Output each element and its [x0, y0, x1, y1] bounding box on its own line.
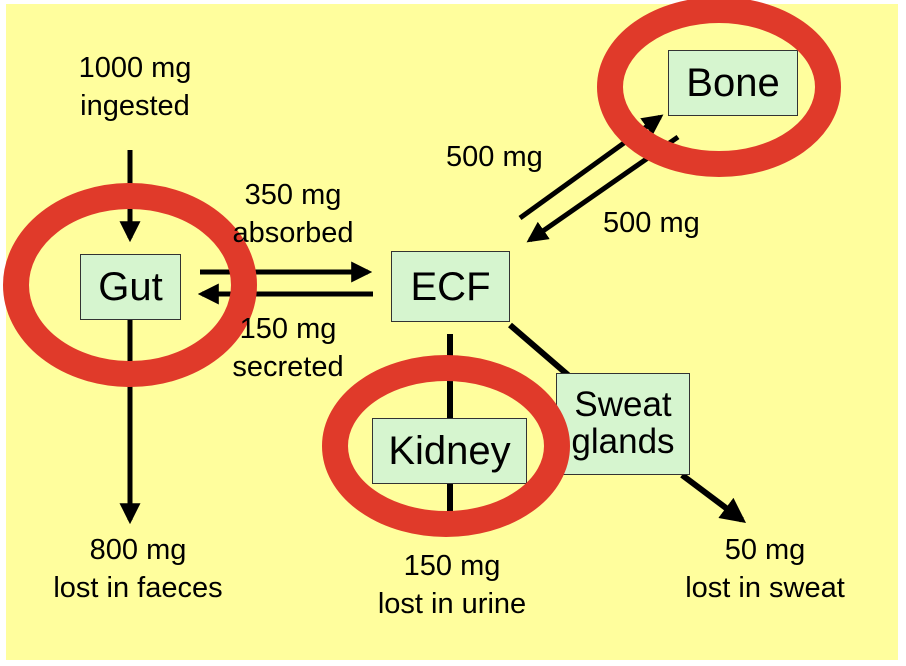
label-faeces: 800 mg lost in faeces	[28, 532, 248, 607]
absorbed-text: absorbed	[232, 216, 354, 249]
label-sweat: 50 mg lost in sweat	[660, 532, 870, 607]
urine-amount: 150 mg	[403, 550, 501, 582]
node-sweat-glands: Sweat glands	[556, 373, 690, 475]
sweat-glands-line2: glands	[571, 422, 675, 461]
sweat-text: lost in sweat	[685, 571, 845, 604]
sweat-amount: 50 mg	[724, 534, 806, 566]
arrow-sweat-glands-to-sweat	[680, 472, 747, 524]
sweat-glands-line1: Sweat	[574, 385, 672, 425]
ingested-amount: 1000 mg	[78, 52, 192, 84]
faeces-amount: 800 mg	[89, 534, 187, 566]
label-bone-out: 500 mg	[603, 207, 700, 239]
secreted-amount: 150 mg	[239, 313, 337, 345]
secreted-text: secreted	[232, 350, 344, 383]
urine-text: lost in urine	[377, 587, 527, 620]
label-urine: 150 mg lost in urine	[352, 548, 552, 623]
ingested-text: ingested	[80, 89, 190, 122]
label-ingested: 1000 mg ingested	[55, 50, 215, 125]
node-kidney: Kidney	[372, 418, 527, 484]
ring-gut	[3, 183, 257, 387]
node-gut: Gut	[80, 254, 181, 320]
label-bone-in: 500 mg	[446, 141, 543, 173]
faeces-text: lost in faeces	[53, 571, 223, 604]
ring-bone	[597, 0, 841, 177]
arrow-ecf-to-sweat-glands	[508, 322, 570, 378]
absorbed-amount: 350 mg	[244, 179, 342, 211]
node-bone: Bone	[668, 50, 798, 116]
node-ecf: ECF	[391, 251, 510, 322]
label-absorbed: 350 mg absorbed	[208, 177, 378, 252]
ring-kidney	[322, 355, 570, 537]
label-secreted: 150 mg secreted	[208, 311, 368, 386]
